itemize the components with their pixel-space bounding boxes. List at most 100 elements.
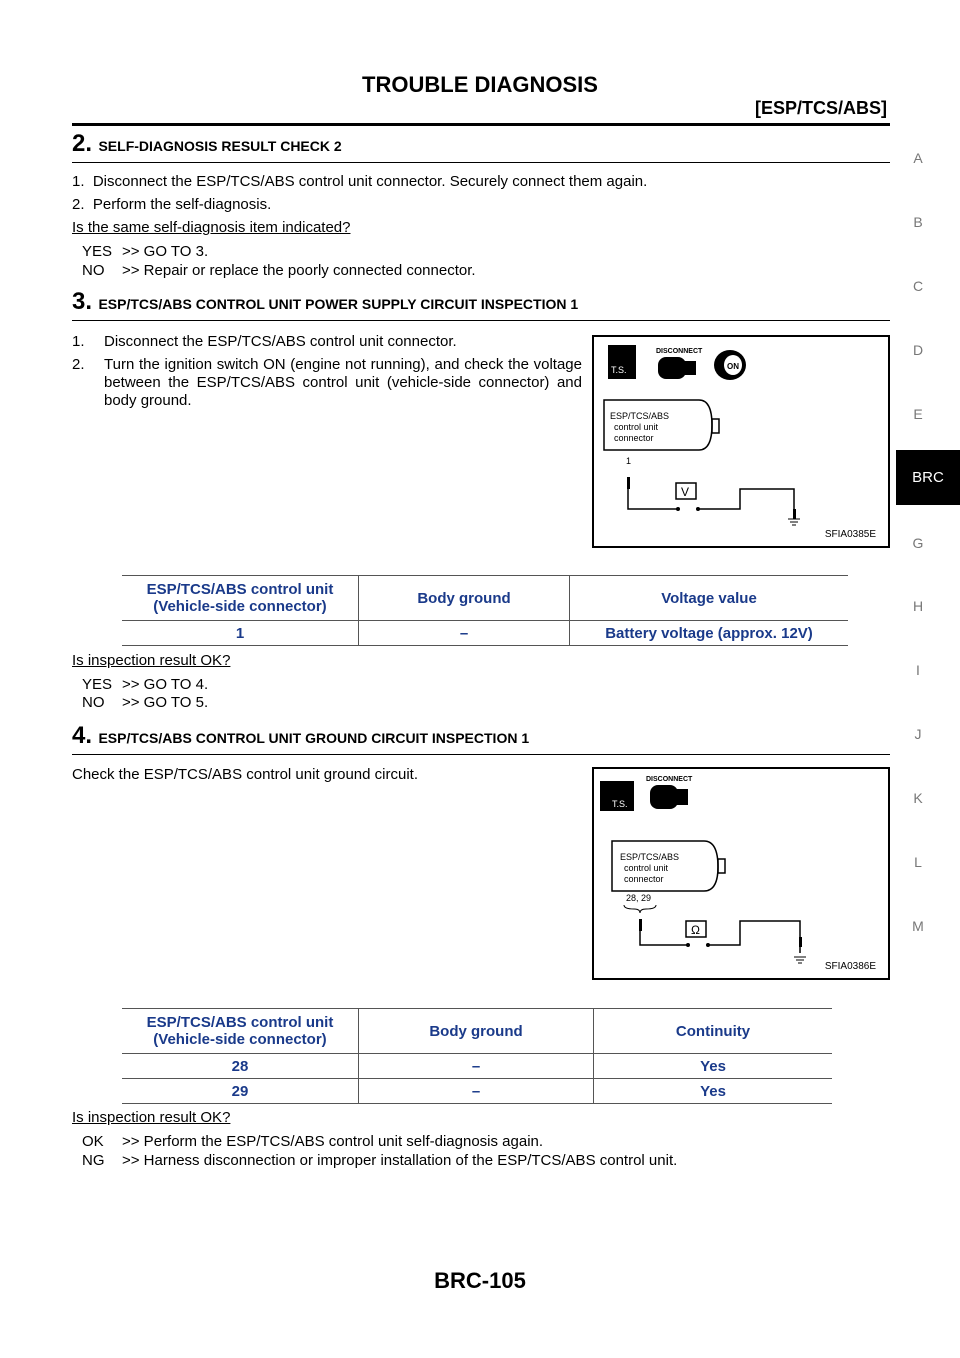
continuity-spec-table: ESP/TCS/ABS control unit (Vehicle-side c…: [122, 1008, 832, 1104]
ts-label: T.S.: [611, 365, 627, 375]
side-index-h[interactable]: H: [912, 598, 924, 614]
answer-key: NO: [82, 262, 105, 279]
connector-icon: [650, 785, 688, 809]
step-number: 2.: [72, 130, 93, 157]
answer-key: YES: [82, 676, 113, 693]
pin-label: 28, 29: [626, 893, 651, 903]
step-2-item-2: 2. Perform the self-diagnosis.: [72, 196, 272, 213]
voltmeter-icon: V: [675, 482, 700, 511]
disconnect-label: DISCONNECT: [656, 348, 703, 355]
cell-value: Yes: [593, 1078, 832, 1104]
step-2-question: Is the same self-diagnosis item indicate…: [72, 219, 351, 236]
col-header-unit: ESP/TCS/ABS control unit (Vehicle-side c…: [122, 575, 359, 621]
answer-key: YES: [82, 243, 113, 260]
ts-icon: T.S.: [600, 781, 634, 811]
col-header-ground: Body ground: [358, 575, 570, 621]
control-unit-connector: ESP/TCS/ABS control unit connector: [603, 399, 720, 451]
unit-label-3: connector: [624, 874, 664, 884]
answer-text: >> GO TO 5.: [122, 694, 209, 711]
side-index-k[interactable]: K: [913, 790, 923, 806]
step-number: 4.: [72, 722, 93, 749]
wiring: [627, 477, 795, 515]
disconnect-label: DISCONNECT: [646, 776, 693, 783]
ground-symbol: [794, 956, 806, 964]
wiring: [639, 919, 801, 953]
cell-ground: –: [358, 1053, 594, 1079]
cell-ground: –: [358, 1078, 594, 1104]
step-2-answer-yes: YES >> GO TO 3.: [82, 243, 208, 260]
answer-text: >> Repair or replace the poorly connecte…: [122, 262, 476, 279]
side-index-j[interactable]: J: [914, 726, 922, 742]
side-index-d[interactable]: D: [912, 342, 924, 358]
step-3-item-2: 2.Turn the ignition switch ON (engine no…: [72, 356, 582, 409]
side-index-brc-active[interactable]: BRC: [896, 450, 960, 505]
table-header-row: ESP/TCS/ABS control unit (Vehicle-side c…: [122, 575, 848, 621]
table-row: 1 – Battery voltage (approx. 12V): [122, 620, 848, 646]
unit-label-1: ESP/TCS/ABS: [610, 411, 669, 421]
answer-text: >> GO TO 4.: [122, 676, 209, 693]
step-title: ESP/TCS/ABS CONTROL UNIT GROUND CIRCUIT …: [98, 730, 530, 746]
voltage-spec-table: ESP/TCS/ABS control unit (Vehicle-side c…: [122, 575, 848, 646]
meter-label: V: [681, 485, 689, 499]
ts-label: T.S.: [612, 799, 628, 809]
cell-value: Battery voltage (approx. 12V): [569, 620, 848, 646]
page-title: TROUBLE DIAGNOSIS: [362, 72, 598, 97]
pin-label: 1: [626, 456, 631, 466]
step-3-answer-no: NO >> GO TO 5.: [82, 694, 208, 711]
answer-key: OK: [82, 1133, 104, 1150]
cell-ground: –: [358, 620, 570, 646]
voltage-diagram: T.S. DISCONNECT ON ESP/TCS/ABS control u…: [603, 345, 800, 526]
step-title: ESP/TCS/ABS CONTROL UNIT POWER SUPPLY CI…: [98, 296, 579, 312]
on-label: ON: [727, 362, 739, 371]
ignition-on-icon: ON: [714, 350, 746, 380]
unit-label-2: control unit: [624, 863, 669, 873]
cell-pin: 1: [122, 620, 359, 646]
cell-value: Yes: [593, 1053, 832, 1079]
table-header-row: ESP/TCS/ABS control unit (Vehicle-side c…: [122, 1008, 832, 1054]
col-header-ground: Body ground: [358, 1008, 594, 1054]
ground-diagram: T.S. DISCONNECT ESP/TCS/ABS control unit…: [600, 776, 806, 964]
control-unit-connector: ESP/TCS/ABS control unit connector: [611, 840, 726, 892]
cell-pin: 29: [122, 1078, 359, 1104]
table-row: 29 – Yes: [122, 1078, 832, 1104]
side-index-i[interactable]: I: [916, 662, 920, 678]
step-4-answer-ng: NG>> Harness disconnection or improper i…: [82, 1152, 677, 1169]
step-3-answer-yes: YES >> GO TO 4.: [82, 676, 208, 693]
side-index-g[interactable]: G: [912, 535, 924, 551]
figure-voltage-check: T.S. DISCONNECT ON ESP/TCS/ABS control u…: [592, 335, 890, 548]
section-subtitle: [ESP/TCS/ABS]: [754, 98, 887, 118]
meter-label: Ω: [691, 923, 700, 937]
step-title: SELF-DIAGNOSIS RESULT CHECK 2: [98, 138, 342, 154]
figure-code: SFIA0386E: [824, 961, 876, 972]
side-index-e[interactable]: E: [913, 406, 923, 422]
step-3-item-1: 1.Disconnect the ESP/TCS/ABS control uni…: [72, 333, 457, 350]
side-index-a[interactable]: A: [913, 150, 923, 166]
step-4-answer-ok: OK>> Perform the ESP/TCS/ABS control uni…: [82, 1133, 543, 1150]
col-header-voltage: Voltage value: [569, 575, 848, 621]
unit-label-3: connector: [614, 433, 654, 443]
answer-key: NO: [82, 694, 105, 711]
ts-icon: T.S.: [608, 345, 636, 379]
step-4-instruction: Check the ESP/TCS/ABS control unit groun…: [72, 766, 418, 783]
side-index-l[interactable]: L: [914, 854, 922, 870]
col-header-unit: ESP/TCS/ABS control unit (Vehicle-side c…: [122, 1008, 359, 1054]
step-3-heading: 3. ESP/TCS/ABS CONTROL UNIT POWER SUPPLY…: [72, 288, 890, 321]
step-4-heading: 4. ESP/TCS/ABS CONTROL UNIT GROUND CIRCU…: [72, 722, 890, 755]
table-row: 28 – Yes: [122, 1053, 832, 1079]
item-text: Turn the ignition switch ON (engine not …: [104, 356, 582, 409]
page-number: BRC-105: [434, 1268, 526, 1293]
cell-pin: 28: [122, 1053, 359, 1079]
figure-code: SFIA0385E: [824, 529, 876, 540]
unit-label-2: control unit: [614, 422, 659, 432]
figure-ground-check: T.S. DISCONNECT ESP/TCS/ABS control unit…: [592, 767, 890, 980]
connector-icon: [658, 357, 696, 379]
side-index-b[interactable]: B: [913, 214, 923, 230]
side-index-c[interactable]: C: [912, 278, 924, 294]
step-2-item-1: 1. Disconnect the ESP/TCS/ABS control un…: [72, 173, 648, 190]
item-text: Disconnect the ESP/TCS/ABS control unit …: [104, 333, 457, 350]
unit-label-1: ESP/TCS/ABS: [620, 852, 679, 862]
answer-text: >> GO TO 3.: [122, 243, 209, 260]
col-header-continuity: Continuity: [593, 1008, 832, 1054]
step-number: 3.: [72, 288, 93, 315]
side-index-m[interactable]: M: [912, 918, 924, 934]
